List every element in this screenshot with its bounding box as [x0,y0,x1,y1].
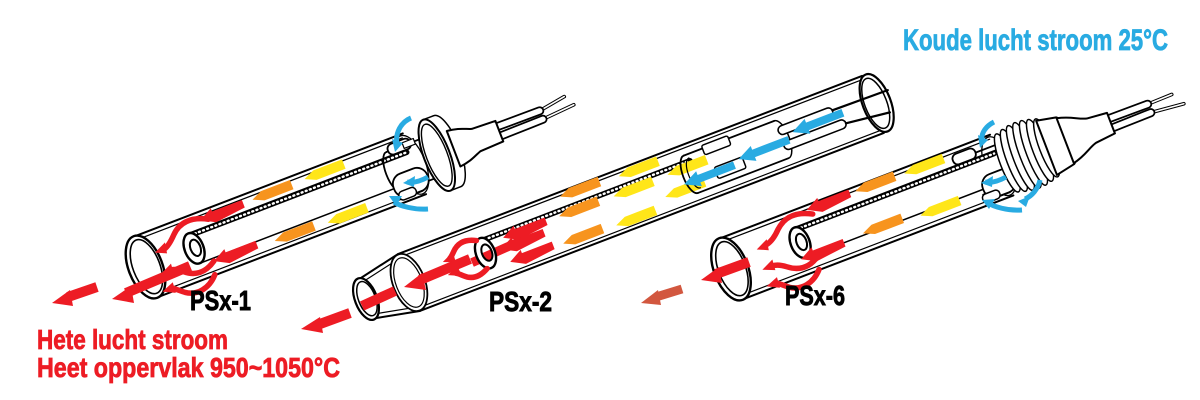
svg-text:Heet oppervlak 950~1050°C: Heet oppervlak 950~1050°C [37,352,340,383]
svg-text:Koude lucht stroom 25°C: Koude lucht stroom 25°C [903,24,1168,57]
svg-text:Hete lucht stroom: Hete lucht stroom [37,324,228,355]
svg-text:PSx-1: PSx-1 [190,285,251,316]
svg-text:PSx-6: PSx-6 [785,280,845,311]
svg-text:PSx-2: PSx-2 [489,286,552,317]
